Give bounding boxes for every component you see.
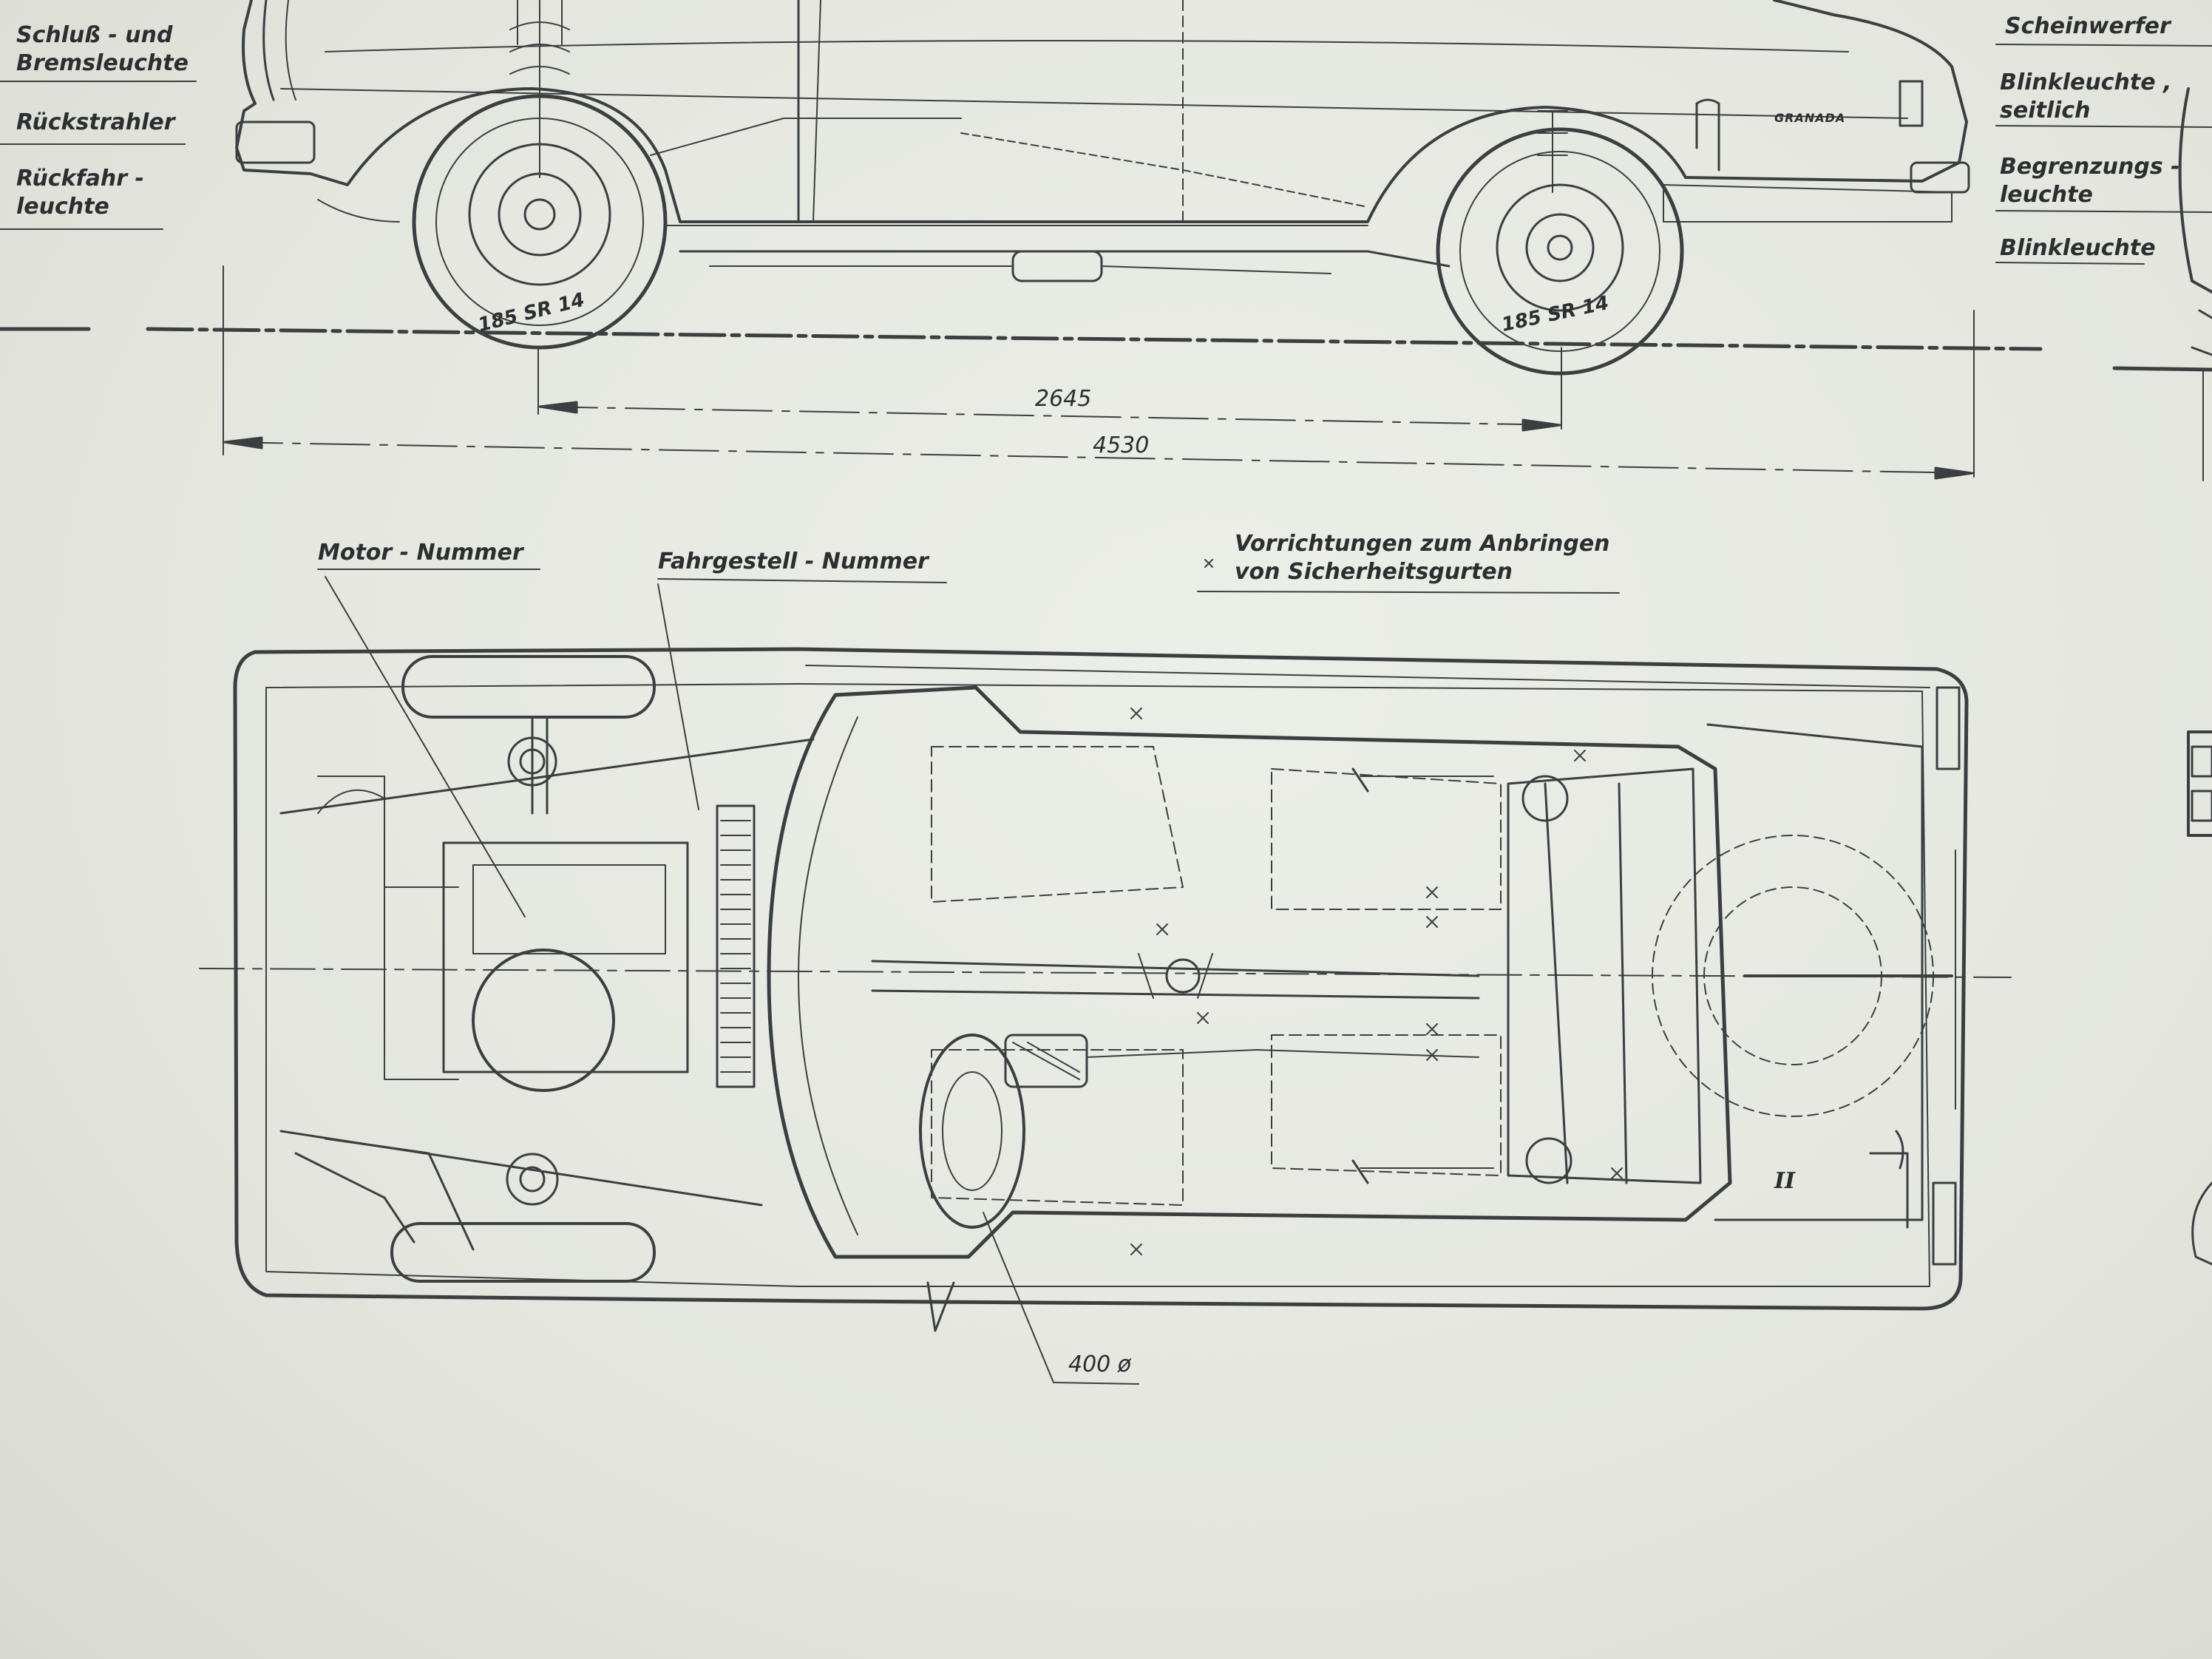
label-blinkleuchte-seitlich-1: Blinkleuchte , (2000, 69, 2172, 95)
partial-right-view (2187, 730, 2212, 1266)
label-schluss: Schluß - und (16, 22, 173, 48)
label-sicherheitsgurten: von Sicherheitsgurten (1235, 559, 1513, 585)
dimension-overall-length: 4530 (1093, 432, 1150, 458)
label-rueckstrahler: Rückstrahler (16, 109, 175, 135)
label-scheinwerfer: Scheinwerfer (2005, 13, 2171, 39)
dimension-steering-wheel: 400 ø (1068, 1351, 1132, 1377)
label-motor-nummer: Motor - Nummer (318, 540, 523, 566)
label-fahrgestell-nummer: Fahrgestell - Nummer (658, 549, 929, 574)
dimension-wheelbase: 2645 (1035, 386, 1092, 412)
label-begrenzungsleuchte-2: leuchte (2000, 182, 2093, 208)
label-blinkleuchte-seitlich-2: seitlich (2000, 98, 2091, 123)
label-gurt-vorrichtungen: Vorrichtungen zum Anbringen (1235, 531, 1610, 557)
label-rueckfahrleuchte: leuchte (16, 194, 109, 220)
label-bremsleuchte: Bremsleuchte (16, 50, 189, 76)
label-blinkleuchte: Blinkleuchte (2000, 235, 2156, 261)
model-badge: GRANADA (1774, 111, 1846, 125)
side-view (0, 0, 2212, 481)
label-tank-mark: II (1774, 1168, 1796, 1194)
label-begrenzungsleuchte-1: Begrenzungs - (2000, 154, 2180, 180)
label-rueckfahr: Rückfahr - (16, 166, 144, 191)
plan-view (199, 559, 2012, 1385)
